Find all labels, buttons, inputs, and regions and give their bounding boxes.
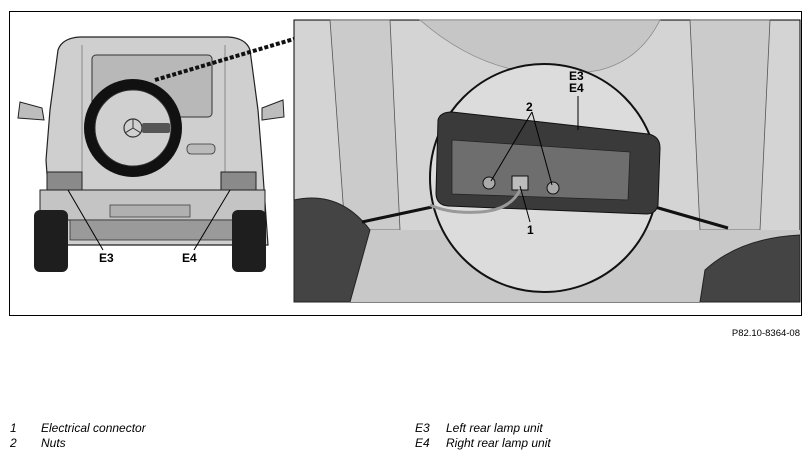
callout-e3-detail: E3 (569, 69, 584, 83)
legend-key: E4 (415, 436, 430, 450)
leader-1 (519, 185, 531, 223)
leader-2-a (490, 111, 533, 182)
legend-item-2: 2 Nuts (10, 436, 66, 450)
legend-key: E3 (415, 421, 430, 435)
legend-text: Nuts (41, 436, 66, 450)
callout-e3-vehicle: E3 (99, 251, 114, 265)
callout-1: 1 (527, 223, 534, 237)
callout-e4-vehicle: E4 (182, 251, 197, 265)
callout-2: 2 (526, 100, 533, 114)
detail-leader (154, 37, 295, 82)
magnified-lamp-detail (429, 63, 661, 293)
figure-reference: P82.10-8364-08 (731, 328, 800, 339)
leader-e3-vehicle (67, 189, 104, 251)
leader-2-b (531, 111, 553, 186)
magnifier-edge-right (647, 203, 729, 230)
legend-item-1: 1 Electrical connector (10, 421, 146, 435)
legend-item-e3: E3 Left rear lamp unit (415, 421, 543, 435)
legend-item-e4: E4 Right rear lamp unit (415, 436, 551, 450)
legend-key: 2 (10, 436, 17, 450)
legend-key: 1 (10, 421, 17, 435)
legend-text: Left rear lamp unit (446, 421, 543, 435)
magnifier-edge-left (361, 205, 433, 224)
legend-text: Electrical connector (41, 421, 146, 435)
callout-e4-detail: E4 (569, 81, 584, 95)
legend-text: Right rear lamp unit (446, 436, 551, 450)
leader-e4-vehicle (193, 189, 231, 251)
vehicle-rear-view (17, 36, 285, 272)
